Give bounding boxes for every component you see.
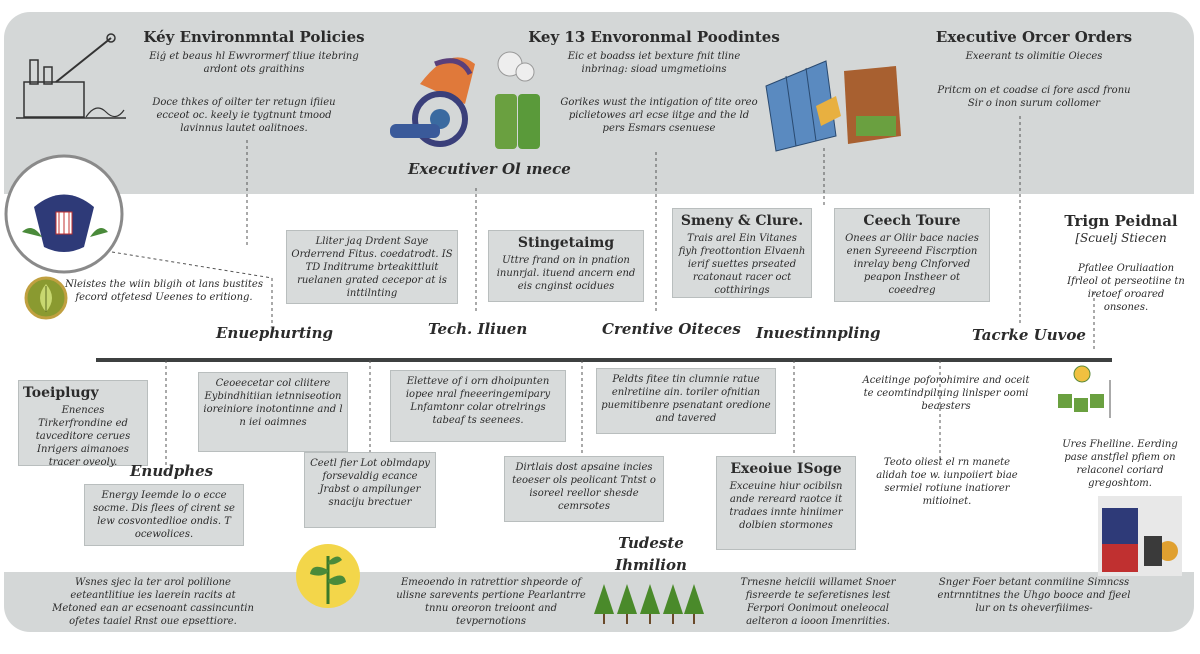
label-exec-office: Executiver Ol ınece: [408, 160, 571, 178]
col2-title: Key 13 Envoronmal Poodintes: [528, 28, 780, 46]
col3-body: Pritcт on et coadse ci fore ascd fronu S…: [937, 85, 1131, 109]
upper-box-2: Stingetaimg Uttre frand on in pnation in…: [488, 230, 644, 302]
lightbulb-plant-icon: [288, 540, 368, 620]
lower-box-7-title: Exeoiue ISoge: [730, 461, 842, 477]
solar-panel-icon: [756, 56, 906, 156]
upper-box-2-title: Stingetaimg: [517, 235, 615, 251]
bottom-text-5: Snger Foer betant conmiiine Simncss entr…: [937, 577, 1131, 614]
lower-box-7: Exeoiue ISoge Exceuine hiur ocibilsn and…: [716, 456, 856, 550]
right-subtitle: [Scuelj Stiecen: [1075, 231, 1167, 245]
factory-icon: [16, 32, 126, 122]
left-box-tech: Toeiplugy Enences Tirkerfrondine ed tavc…: [18, 380, 148, 468]
timeline-axis: [96, 358, 1112, 362]
lower-note-8: Teoto oliest el rn manete alidah toe w. …: [876, 457, 1018, 507]
energy-grid-icon: [1052, 360, 1116, 420]
label-tacke: Tacrke Uuvoe: [972, 326, 1086, 344]
lower-box-3: Peldts fitee tin clumnie ratue enlretiin…: [596, 368, 776, 434]
upper-box-4: Ceech Toure Onees ar Oliir bace nacies e…: [834, 208, 990, 302]
right-title: Trign Peidnal: [1064, 212, 1178, 230]
col1-body: Doce thkes of oilter ter retugn ifiieu e…: [152, 97, 336, 134]
right-body-2: Ures Fhelline. Eerding pase anstflel pfi…: [1062, 439, 1178, 489]
bottom-text-4: Trnesne heiciii willamet Snoer fisreerde…: [740, 577, 896, 627]
left-box-tech-title: Toeiplugy: [23, 385, 99, 401]
label-investing: Inuestinnpling: [756, 324, 881, 342]
left-box-tech-body: Enences Tirkerfrondine ed tavceditore ce…: [35, 405, 131, 468]
label-enudphes: Enudphes: [130, 462, 214, 480]
connector-lines: [111, 116, 1095, 472]
col1-subtitle: Eiģ et beaus hl Ewvrormerf tliue itebrin…: [149, 51, 359, 75]
left-note-1: Nleistes the wiin bligih ot lans bustite…: [65, 279, 263, 303]
upper-box-3-title: Smeny & Clure.: [680, 213, 804, 229]
col3-title: Executive Orcer Orders: [935, 28, 1133, 46]
lower-box-1: Ceoeecetar col cliitere Eybindhitiian ie…: [198, 372, 348, 452]
upper-box-3: Smeny & Clure. Trais arel Ein Vitanes fi…: [672, 208, 812, 298]
label-emphasis: Enuephurting: [216, 324, 334, 342]
bottom-text-2: Emeoendo in ratrettior shpeorde of ulisn…: [396, 577, 586, 627]
left-box-energy: Energy Ieemde lo o ecce socme. Dis flees…: [84, 484, 244, 546]
upper-box-1: Lliter jaq Drdent Saye Orderrend Fitus. …: [286, 230, 458, 304]
upper-box-2-body: Uttre frand on in pnation inunrjal. itue…: [496, 255, 636, 292]
leaf-badge-icon: [24, 276, 68, 320]
connector-line: [111, 251, 273, 279]
label-creative: Crentive Oiteces: [602, 320, 741, 338]
bottom-title-3: Tudeste Ihmilion: [615, 534, 687, 574]
lower-box-6: Dirtlais dost apsaine incies teoeser ols…: [504, 456, 664, 522]
lower-box-2: Eletteve of i orn dhoipunten iopee nral …: [390, 370, 566, 442]
bottom-text-1: Wsnes sjec la ter arol polilione eeteant…: [52, 577, 254, 627]
right-body: Pfatlee Oruliaation Ifrleol ot perseotii…: [1067, 263, 1185, 313]
upper-box-3-body: Trais arel Ein Vitanes fiyh freottontion…: [678, 233, 806, 296]
label-tech: Teсh. Iliuen: [428, 320, 528, 338]
col3-subtitle: Exeerant ts olimitie Oieces: [965, 51, 1103, 62]
recycle-machine-icon: [380, 44, 550, 154]
lower-box-7-body: Exceuine hiur ocibilsn ande rereard raot…: [729, 481, 843, 531]
lower-note-4: Aceitinge poforohimire and oceit te ceom…: [862, 375, 1030, 412]
col1-title: Kéy Environmntal Policies: [143, 28, 365, 46]
col2-body: Gorikes wust the intigation of tite oreo…: [560, 97, 758, 134]
diagram-frame: Kéy Environmntal Policies Eiģ et beaus h…: [4, 12, 1194, 632]
col2-subtitle: Eiс et boadss iet bexture fnit tline inb…: [567, 51, 741, 75]
flag-map-icon: [1098, 496, 1182, 576]
trees-icon: [594, 584, 704, 628]
upper-box-4-body: Onees ar Oliir bace nacies enen Syreeend…: [845, 233, 979, 296]
upper-box-4-title: Ceech Toure: [863, 213, 961, 229]
lower-box-5: Ceetl fier Lot oblmdapy forsevaldig ecan…: [304, 452, 436, 528]
presidential-seal-icon: [4, 152, 129, 277]
